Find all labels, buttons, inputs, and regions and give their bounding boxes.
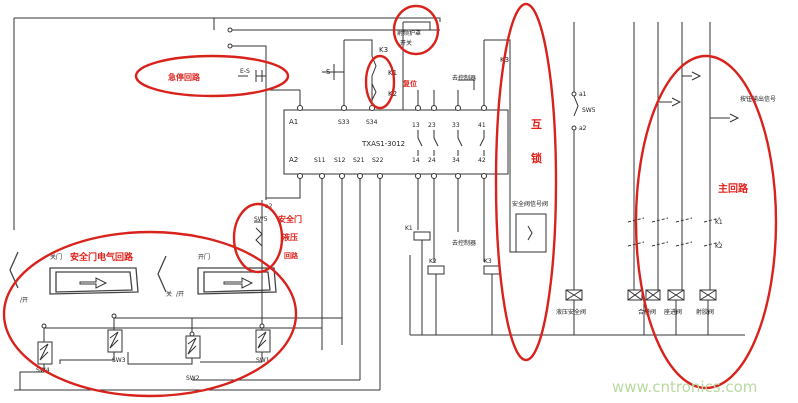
svg-text:SW3: SW3 <box>112 357 126 364</box>
controller-bottom-label: 去控制器 <box>452 239 476 247</box>
valve-injection: 射胶阀 <box>696 308 714 316</box>
terminal-a2: A2 <box>289 156 298 164</box>
main-k1-label: K1 <box>715 219 723 226</box>
terminal-34: 34 <box>452 157 460 164</box>
outer-wiring <box>13 17 745 391</box>
safety-valve-signal-label: 安全阀信号阀 <box>512 200 548 208</box>
main-k2-label: K2 <box>715 243 723 250</box>
limit-switch-sw3: SW3 <box>107 329 126 364</box>
terminal-23: 23 <box>428 122 436 129</box>
door-open-left: /开 <box>20 297 28 304</box>
door-close-right: 关 <box>166 290 172 298</box>
coil-k2-label: K2 <box>429 258 437 265</box>
limit-switch-sw2: SW2 <box>185 335 201 382</box>
coil-k3-label: K3 <box>484 258 492 265</box>
reset-label: 复位 <box>402 79 417 88</box>
ellipse-mutex <box>494 2 558 362</box>
svg-text:SW2: SW2 <box>186 375 200 382</box>
ellipse-reset <box>364 54 396 110</box>
label-door-hyd-2: 液压 <box>282 232 298 242</box>
laser-guard-label-2: 开关 <box>400 39 412 47</box>
sw5-label: SW5 <box>582 107 596 114</box>
module-terminal-dots <box>297 105 487 179</box>
coil-k3 <box>483 265 501 275</box>
sw5-a1-label: a1 <box>579 91 587 98</box>
ellipse-main-circuit <box>634 54 778 390</box>
output-signal-label: 按钮输出信号 <box>740 95 776 103</box>
limit-switch-sw1: SW1 <box>255 329 271 364</box>
sw5-a2-label: a2 <box>579 125 587 132</box>
terminal-s21: S21 <box>353 157 365 164</box>
main-circuit: 按钮输出信号 K1 K2 <box>627 22 776 290</box>
door-open-right-mark: /开 <box>176 291 184 298</box>
arrow-right-icon <box>79 277 108 289</box>
watermark: www.cntronics.com <box>612 378 757 396</box>
valve-solenoids: 液压安全阀 合模阀 座进阀 射胶阀 <box>556 289 717 335</box>
door-sw5-label: SW5 <box>254 216 268 223</box>
terminal-s22: S22 <box>372 157 384 164</box>
ellipse-door-hydraulic <box>232 202 284 274</box>
door-electric-circuit: 关门 /开 开门 关 /开 SW4 SW3 SW2 SW1 <box>9 251 380 391</box>
arrow-right-icon <box>223 277 254 289</box>
label-door-electric: 安全门电气回路 <box>70 251 134 263</box>
ellipse-emergency-stop <box>134 54 290 98</box>
label-main-circuit: 主回路 <box>718 182 749 195</box>
switch-s-label: S <box>326 68 331 76</box>
laser-guard-label-1: 射频护罩 <box>397 29 421 37</box>
ellipse-door-electric <box>2 230 298 398</box>
label-mutex-1: 互 <box>531 118 542 131</box>
valve-seat-advance: 座进阀 <box>664 308 682 316</box>
terminal-s11: S11 <box>314 157 326 164</box>
terminal-42: 42 <box>478 157 486 164</box>
terminal-13: 13 <box>412 122 420 129</box>
label-door-hyd-1: 安全门 <box>278 214 302 224</box>
emergency-stop-symbol: E-S <box>240 68 250 75</box>
terminal-s33: S33 <box>338 119 350 126</box>
annotation-labels: 急停回路 互 锁 主回路 安全门 液压 回路 安全门电气回路 <box>70 72 749 263</box>
relay-coils: K1 K2 K3 去控制器 去控制器 <box>405 74 501 335</box>
contact-k3-label: K3 <box>379 46 388 54</box>
laser-guard-switch: 射频护罩 开关 <box>397 21 431 110</box>
sw5-circuit: a1 SW5 a2 <box>571 22 596 290</box>
interlock-contacts: K3 安全阀信号阀 <box>484 39 548 253</box>
terminal-14: 14 <box>412 157 420 164</box>
controller-top-label: 去控制器 <box>452 74 476 82</box>
label-mutex-2: 锁 <box>531 151 542 165</box>
terminal-s12: S12 <box>334 157 346 164</box>
safety-relay-module: TXAS1-3012 A1 A2 S33 S34 S11 S12 S21 S22… <box>283 105 509 179</box>
svg-text:SW1: SW1 <box>256 357 270 364</box>
emergency-stop-circuit: E-S <box>238 46 267 82</box>
door-open-right: 开门 <box>198 253 210 261</box>
terminal-24: 24 <box>428 157 436 164</box>
label-door-hyd-3: 回路 <box>284 251 299 260</box>
module-wiring <box>266 40 485 390</box>
coil-k2 <box>427 265 445 275</box>
terminal-33: 33 <box>452 122 460 129</box>
valve-hydraulic-safety: 液压安全阀 <box>556 308 586 316</box>
door-close-left: 关门 <box>50 253 62 261</box>
ellipse-laser-guard <box>392 4 440 56</box>
coil-k1 <box>413 231 431 241</box>
terminal-41: 41 <box>478 122 486 129</box>
annotation-ellipses <box>2 2 778 398</box>
module-name: TXAS1-3012 <box>361 140 405 148</box>
terminal-s34: S34 <box>366 119 378 126</box>
terminal-a1: A1 <box>289 118 298 126</box>
coil-k1-label: K1 <box>405 225 413 232</box>
label-emergency-stop: 急停回路 <box>168 72 201 82</box>
